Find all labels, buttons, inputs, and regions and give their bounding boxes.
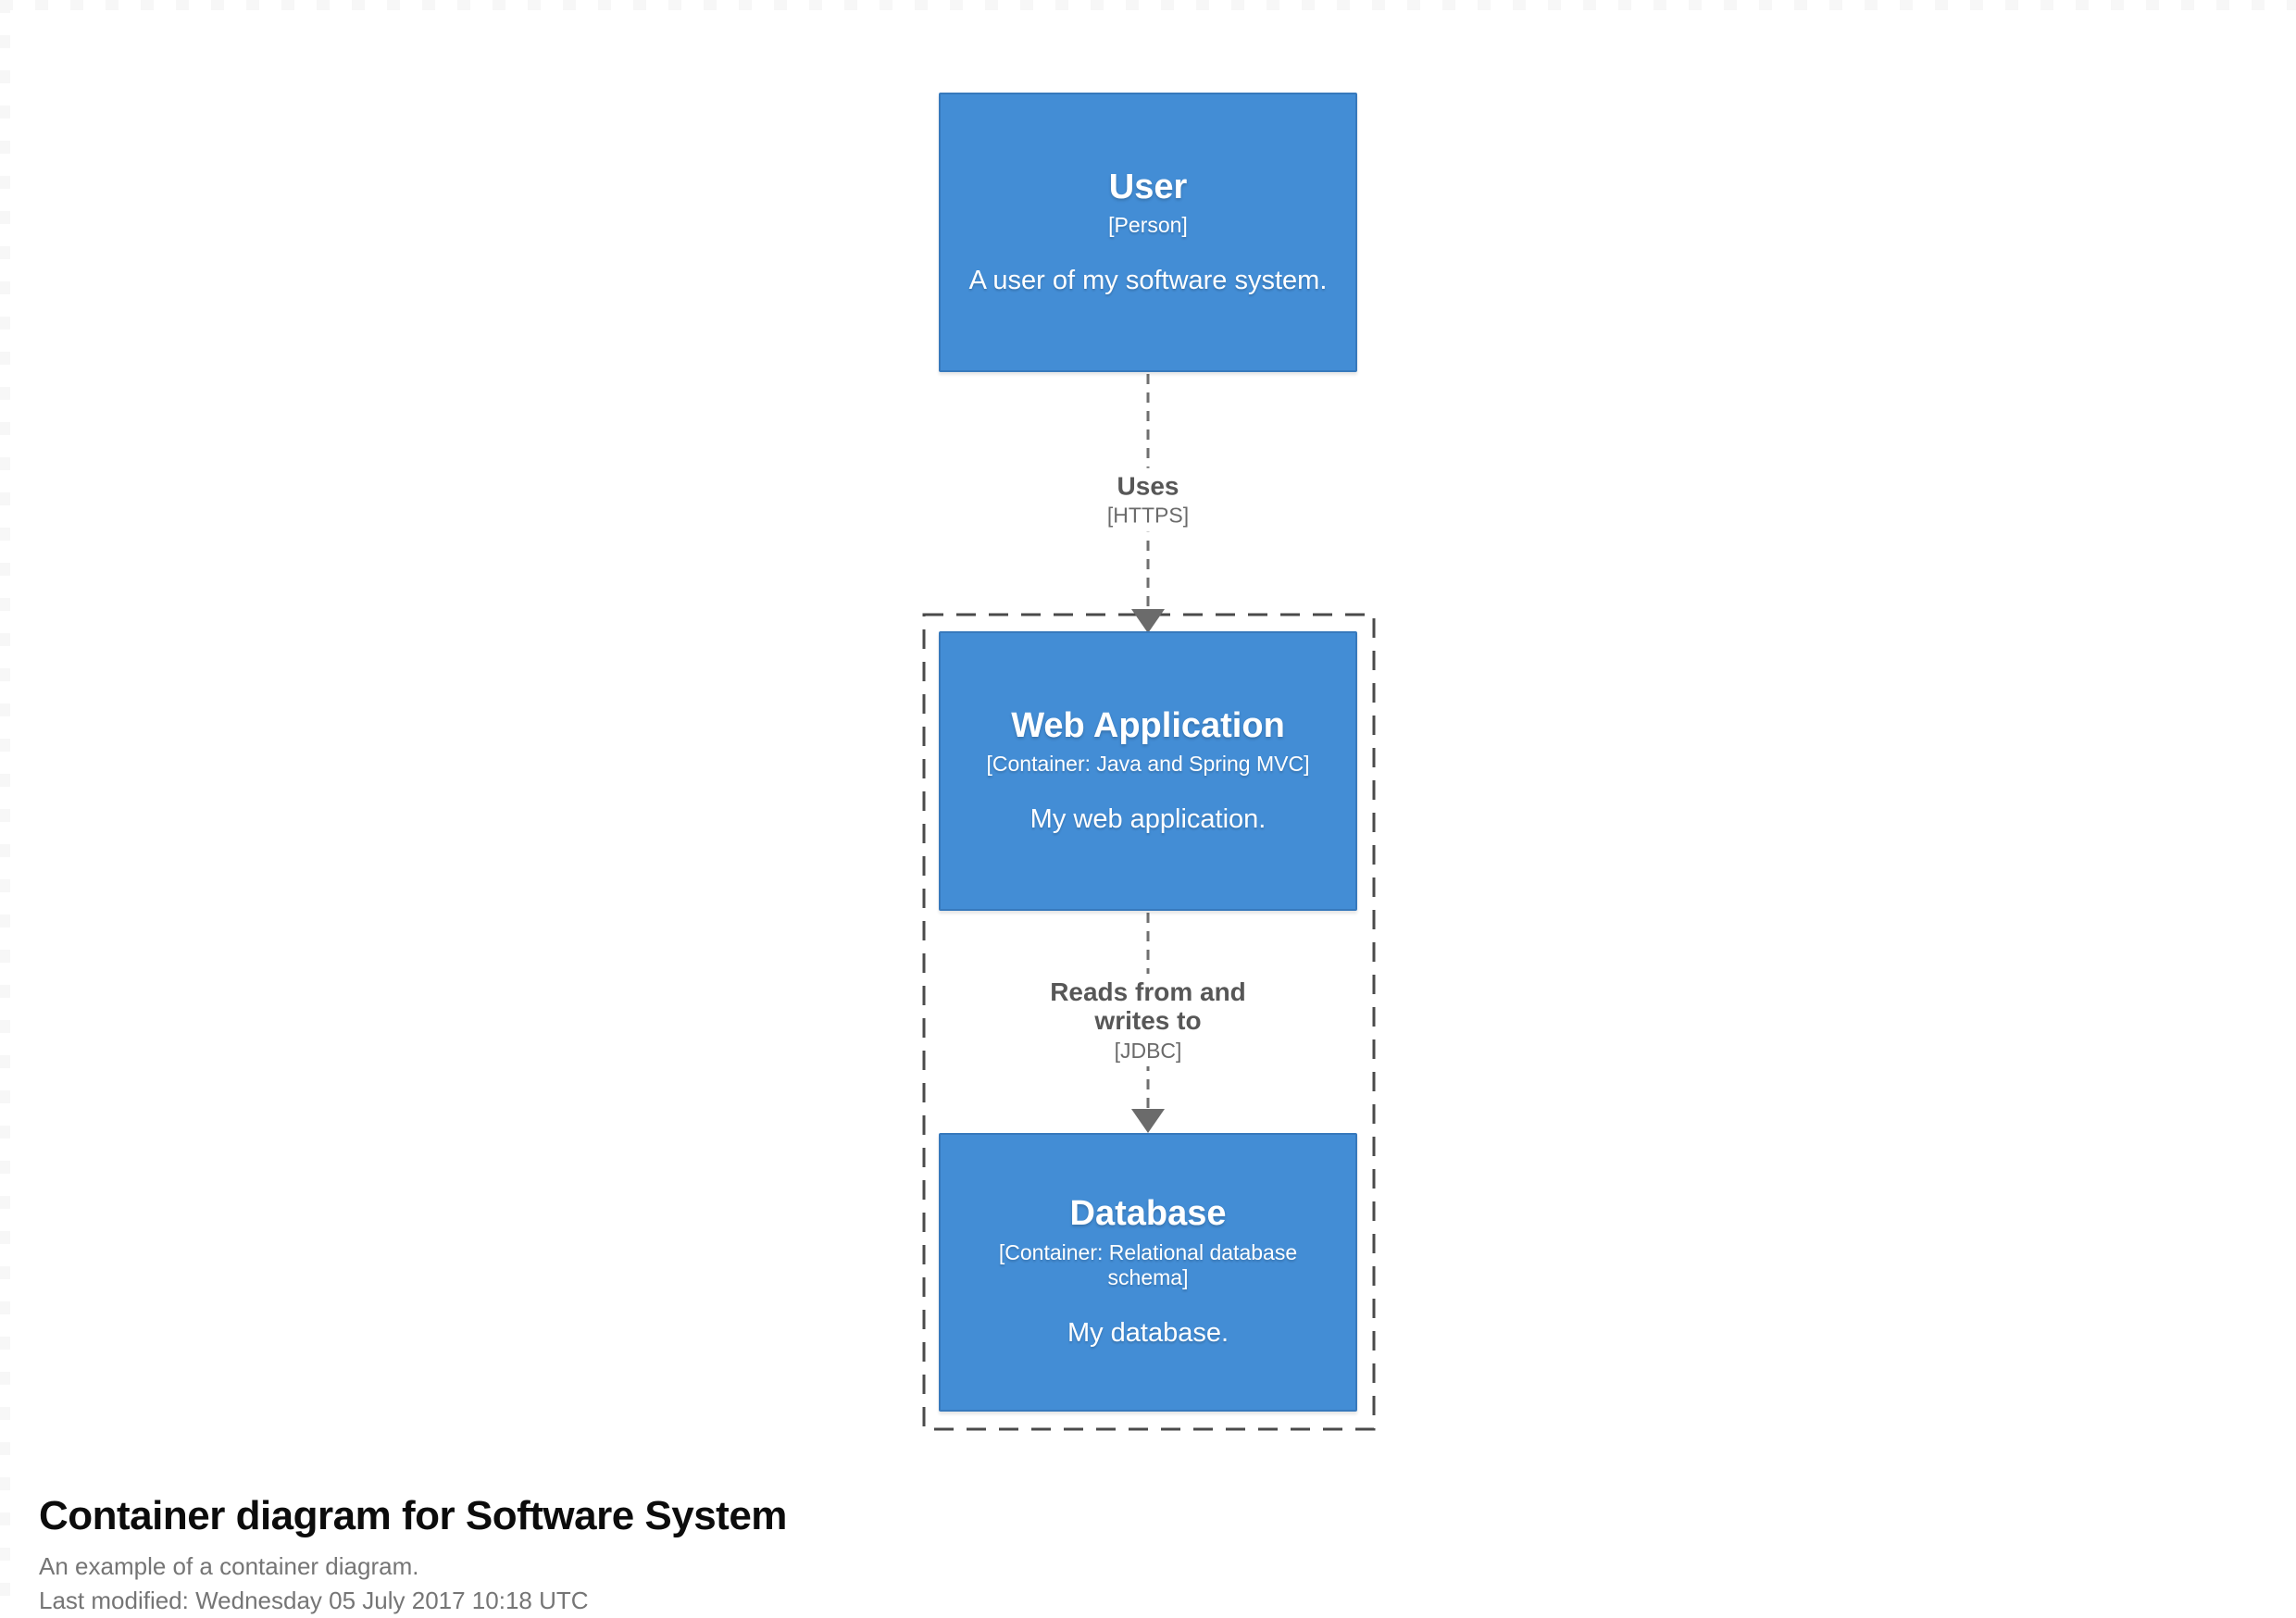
element-database[interactable]: Database [Container: Relational database… — [939, 1133, 1357, 1412]
diagram-description: An example of a container diagram. — [39, 1552, 419, 1581]
relationship-label-uses: Uses [HTTPS] — [1095, 467, 1201, 532]
element-description: My web application. — [1029, 803, 1267, 834]
element-description: A user of my software system. — [968, 265, 1328, 295]
diagram-metadata: Container diagram for Software System An… — [39, 1493, 787, 1617]
diagram-last-modified: Last modified: Wednesday 05 July 2017 10… — [39, 1586, 589, 1614]
element-name: User — [1108, 167, 1188, 206]
element-meta: [Container: Relational database schema] — [998, 1239, 1298, 1290]
element-name: Web Application — [1011, 705, 1285, 745]
page-boundary-left-dashes — [0, 0, 10, 1618]
arrowhead-down-icon — [1131, 609, 1165, 633]
arrowhead-down-icon — [1131, 1109, 1165, 1133]
element-name: Database — [1069, 1194, 1227, 1234]
element-meta: [Container: Java and Spring MVC] — [986, 752, 1310, 777]
relationship-label-reads-writes: Reads from and writes to [JDBC] — [1030, 973, 1266, 1067]
relationship-technology: [JDBC] — [1114, 1038, 1182, 1063]
element-web-application[interactable]: Web Application [Container: Java and Spr… — [939, 631, 1357, 911]
diagram-title: Container diagram for Software System — [39, 1493, 787, 1538]
relationship-name: Reads from and writes to — [1050, 977, 1246, 1036]
element-user[interactable]: User [Person] A user of my software syst… — [939, 93, 1357, 372]
software-system-boundary — [922, 613, 1376, 1431]
relationship-technology: [HTTPS] — [1106, 504, 1190, 529]
element-meta: [Person] — [1108, 213, 1188, 238]
element-description: My database. — [1067, 1318, 1229, 1349]
page-boundary-top-dashes — [0, 0, 2296, 10]
relationship-name: Uses — [1117, 471, 1179, 501]
